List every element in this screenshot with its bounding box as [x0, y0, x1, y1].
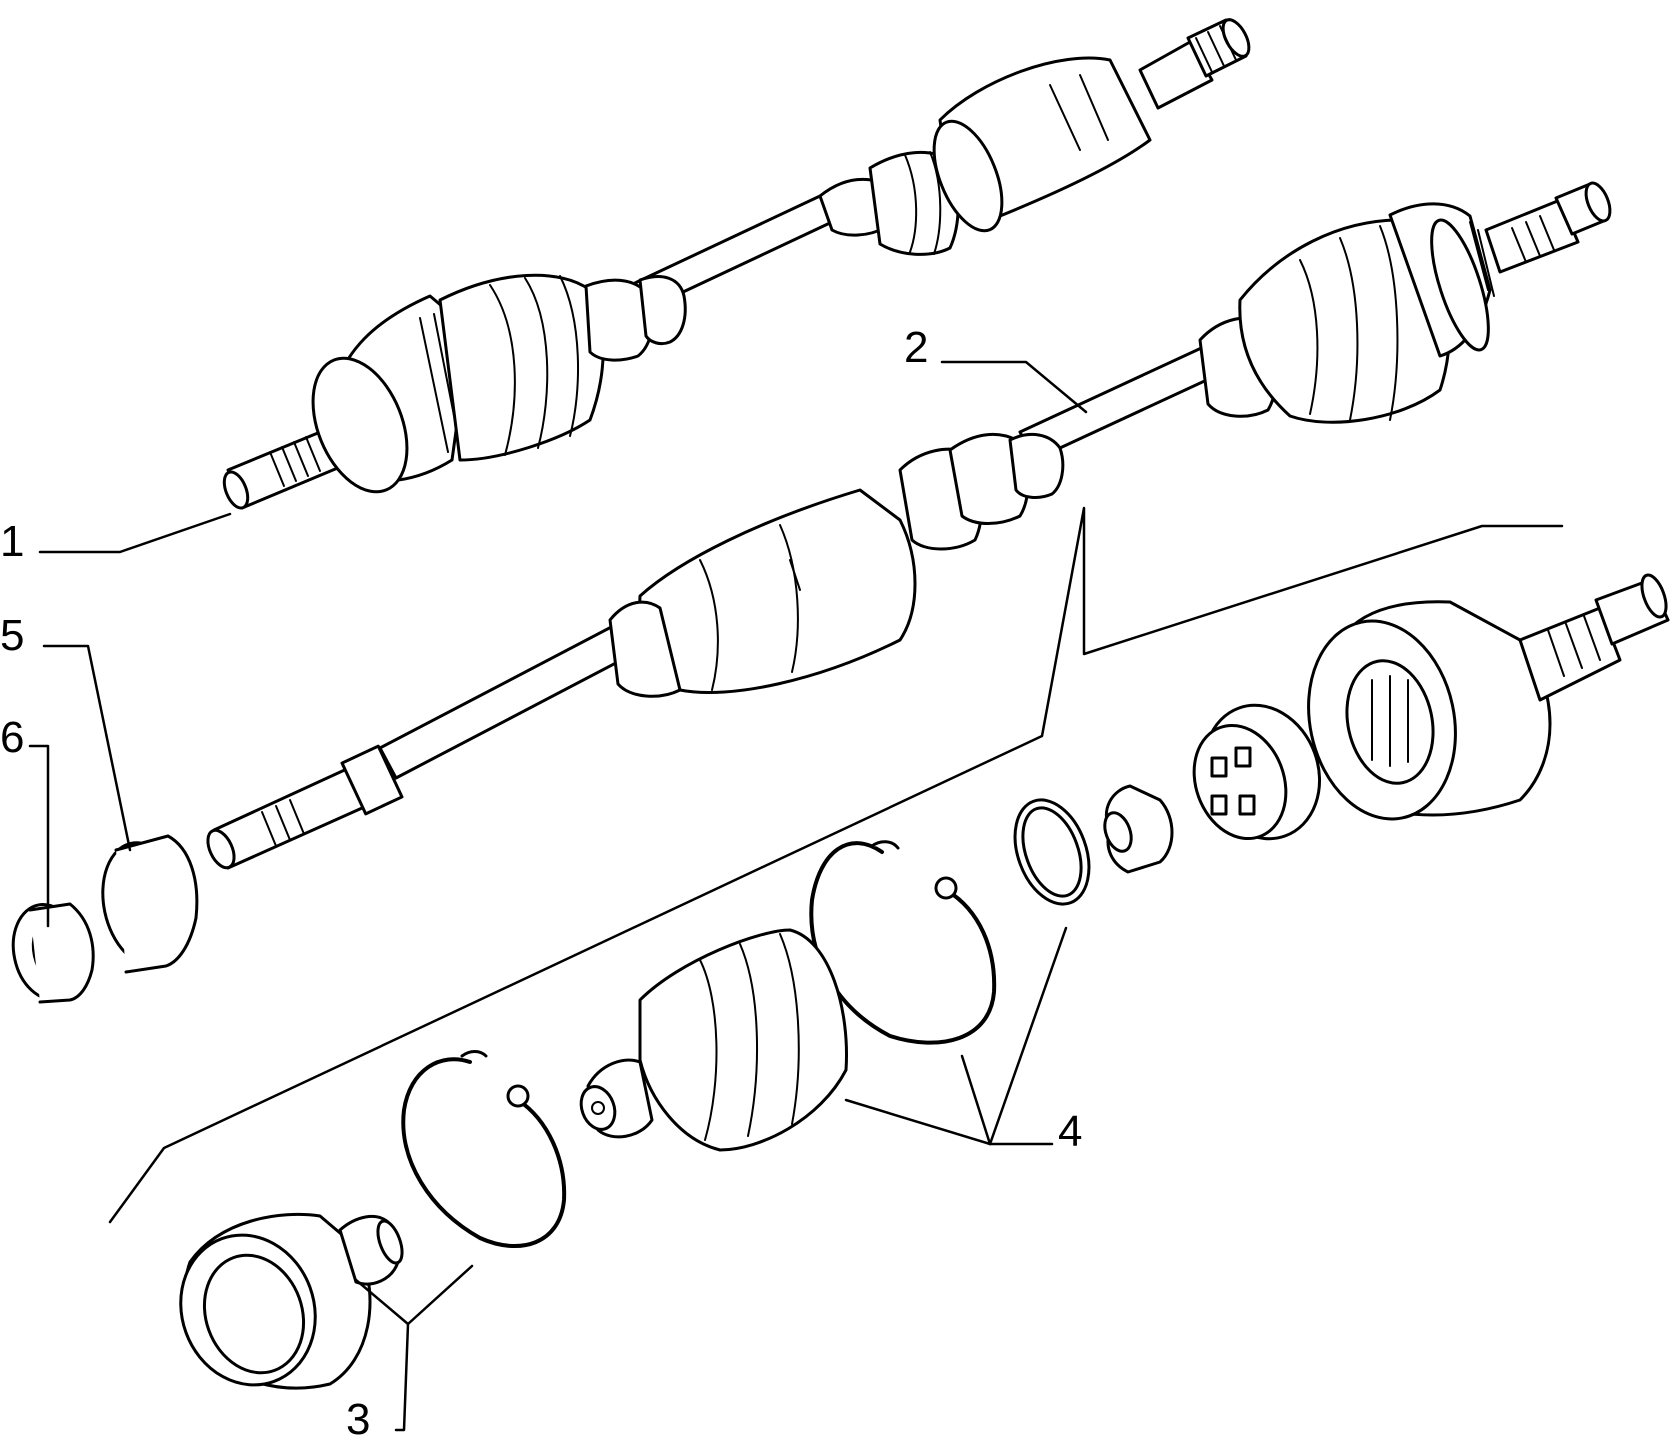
callout-6: 6 — [0, 713, 24, 762]
drive-shaft-1 — [222, 18, 1251, 510]
callout-2: 2 — [904, 323, 928, 372]
callout-5: 5 — [0, 611, 24, 660]
outer-boot-small — [179, 1212, 404, 1390]
boot-clamp-small — [401, 1050, 567, 1248]
bushing — [101, 834, 199, 974]
drive-shaft-2 — [206, 181, 1612, 870]
inner-boot — [579, 928, 848, 1152]
bearing-cage — [1192, 703, 1322, 841]
callout-4: 4 — [1058, 1107, 1082, 1156]
inner-race — [1103, 784, 1174, 874]
outer-joint-kit — [1307, 573, 1670, 821]
spacer-ring — [11, 902, 95, 1004]
boot-clamp-large — [809, 840, 997, 1045]
callouts: 1 2 3 4 5 6 — [0, 323, 1082, 1441]
circlip — [1013, 798, 1091, 906]
callout-1: 1 — [0, 517, 24, 566]
leader-lines — [28, 360, 1564, 1432]
callout-3: 3 — [346, 1395, 370, 1441]
